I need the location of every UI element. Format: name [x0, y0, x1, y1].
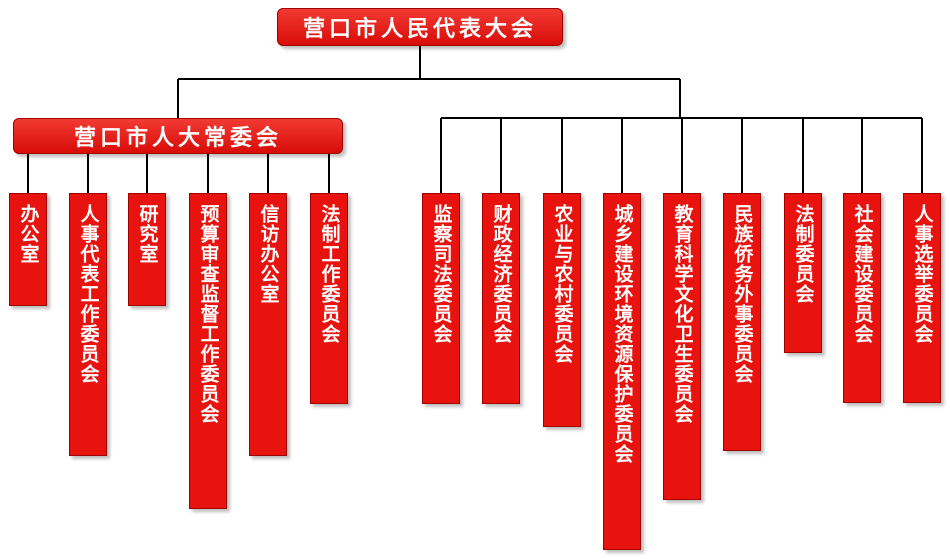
office-node: 人事代表工作委员会	[69, 193, 107, 456]
office-label: 研究室	[136, 204, 159, 264]
office-node: 法制工作委员会	[310, 193, 348, 404]
committee-node: 财政经济委员会	[482, 193, 520, 404]
standing-committee-label: 营口市人大常委会	[73, 126, 282, 151]
committee-label: 农业与农村委员会	[551, 204, 574, 364]
office-label: 法制工作委员会	[318, 204, 341, 344]
committee-label: 民族侨务外事委员会	[731, 204, 754, 384]
standing-committee-node: 营口市人大常委会	[13, 118, 343, 154]
office-label: 预算审查监督工作委员会	[197, 204, 220, 424]
office-node: 预算审查监督工作委员会	[189, 193, 227, 509]
committee-node: 法制委员会	[784, 193, 822, 353]
committee-label: 监察司法委员会	[430, 204, 453, 344]
committee-node: 教育科学文化卫生委员会	[663, 193, 701, 500]
committee-label: 法制委员会	[792, 204, 815, 304]
committee-label: 社会建设委员会	[851, 204, 874, 344]
office-label: 人事代表工作委员会	[77, 204, 100, 384]
committee-node: 监察司法委员会	[422, 193, 460, 404]
committee-label: 财政经济委员会	[490, 204, 513, 344]
committee-label: 城乡建设环境资源保护委员会	[611, 204, 634, 464]
committee-node: 农业与农村委员会	[543, 193, 581, 427]
office-node: 研究室	[128, 193, 166, 306]
top-node-label: 营口市人民代表大会	[302, 17, 537, 42]
committee-node: 民族侨务外事委员会	[723, 193, 761, 451]
top-node-peoples-congress: 营口市人民代表大会	[277, 8, 563, 46]
committee-label: 人事选举委员会	[911, 204, 934, 344]
committee-node: 社会建设委员会	[843, 193, 881, 403]
committee-node: 人事选举委员会	[903, 193, 941, 403]
office-node: 办公室	[9, 193, 47, 306]
office-label: 办公室	[17, 204, 40, 264]
committee-node: 城乡建设环境资源保护委员会	[603, 193, 641, 550]
committee-label: 教育科学文化卫生委员会	[671, 204, 694, 424]
office-label: 信访办公室	[257, 204, 280, 304]
office-node: 信访办公室	[249, 193, 287, 456]
